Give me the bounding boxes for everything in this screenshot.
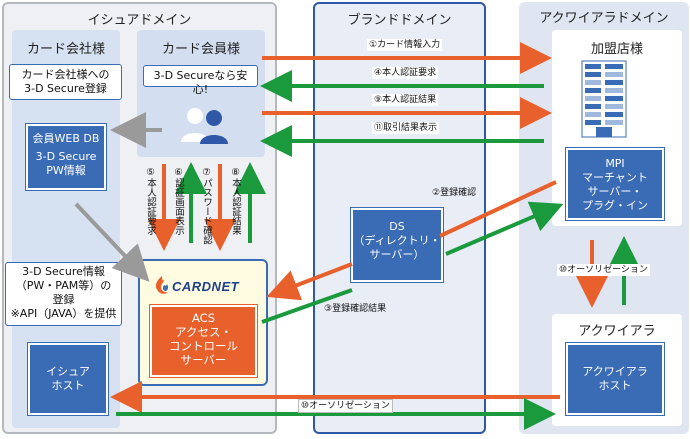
acquirer-title: アクワイアラ [578,324,656,339]
ds-line2: （ディレクトリ・ [353,234,441,247]
acquirer-host: アクワイアラ ホスト [566,343,664,415]
reg-note-line3: 登録 [52,293,75,306]
acquirer-host-line2: ホスト [598,379,632,392]
safe-speech-bubble: 3-D Secureなら安心! [143,65,258,96]
acs-line4: サーバー [180,353,227,367]
3ds-registration-callout: カード会社様への 3-D Secure登録 [9,64,122,100]
flow-8-label: ⑧本人認証結果 [230,167,241,235]
issuer-host-line2: ホスト [51,379,85,392]
reg-note-line1: 3-D Secure情報 [22,265,105,278]
flow-3-label: ③登録確認結果 [324,304,387,314]
ds-line1: DS [389,220,405,233]
flow-10-label-right: ⑩オーソリゼーション [557,264,650,276]
flow-6-label: ⑥認証画面表示 [173,167,184,235]
flow-1-label: ①カード情報入力 [367,39,443,51]
mpi-line4: プラグ・イン [582,199,648,212]
cardnet-flame-icon [155,276,169,294]
flow-11-label: ⑪取引結果表示 [372,122,440,134]
issuer-host-line1: イシュア [46,365,90,378]
flow-10-label-bottom: ⑩オーソリゼーション [298,399,393,413]
acs-line3: コントロール [169,339,238,353]
issuer-host: イシュア ホスト [28,343,108,415]
member-db-line2: 3-D Secure [35,150,97,163]
ds-line3: サーバー） [369,248,425,261]
acs-box: ACS アクセス・ コントロール サーバー [150,305,257,377]
reg-note-line2: （PW・PAM等）の [15,279,112,292]
member-db-line3: PW情報 [46,164,86,177]
flow-4-label: ④本人認証要求 [372,67,439,79]
safe-speech-text: 3-D Secureなら安心! [153,69,248,96]
acquirer-host-line1: アクワイアラ [582,365,648,378]
cardnet-logo: CARDNET [152,275,252,297]
mpi-line1: MPI [605,157,625,170]
cardnet-acs-frame: CARDNET ACS アクセス・ コントロール サーバー [138,259,268,386]
acquirer-domain-title: アクワイアラドメイン [539,11,669,26]
merchant-title: 加盟店様 [590,42,643,57]
flow-7-label: ⑦パスワード確認 [201,167,212,245]
callout-line2: 3-D Secure登録 [24,82,107,95]
member-web-db: 会員WEB DB 3-D Secure PW情報 [26,124,106,190]
brand-domain-title: ブランドドメイン [347,13,452,28]
member-db-line1: 会員WEB DB [32,132,100,145]
cardholder-title: カード会員様 [161,42,240,57]
issuer-domain-title: イシュアドメイン [87,13,192,28]
mpi-box: MPI マーチャント サーバー・ プラグ・イン [566,148,664,220]
cardnet-logo-text: CARDNET [172,279,240,294]
flow-9-label: ⑨本人認証結果 [372,94,439,106]
cardholder-person-icon [181,108,228,144]
acs-line1: ACS [192,311,215,325]
acs-line2: アクセス・ [175,325,232,339]
reg-note-line4: ※API（JAVA）を提供 [10,307,117,320]
callout-line1: カード会社様への [21,68,110,81]
registration-note: 3-D Secure情報 （PW・PAM等）の 登録 ※API（JAVA）を提供 [5,262,122,326]
mpi-line2: マーチャント [582,171,648,184]
flow-5-label: ⑤本人認証要求 [145,167,156,235]
flow-2-label: ②登録確認 [432,188,477,198]
mpi-line3: サーバー・ [587,185,643,198]
card-company-title: カード会社様 [26,42,105,57]
merchant-building-icon [581,60,627,138]
directory-server: DS （ディレクトリ・ サーバー） [351,208,443,282]
